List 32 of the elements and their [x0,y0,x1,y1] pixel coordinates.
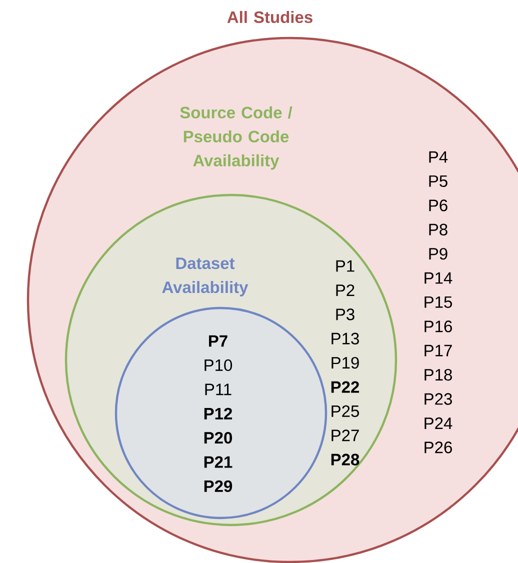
item-label: P11 [205,384,232,396]
item-label: P10 [204,359,232,372]
item-label: P13 [332,332,359,344]
set-title: Dataset Availability [162,258,248,296]
item-label: P8 [429,224,448,236]
item-label: P2 [336,284,354,296]
item-label: P23 [424,393,452,405]
item-label: P18 [424,368,452,381]
item-label: P27 [332,430,359,442]
item-label: P24 [424,417,452,429]
set-title: All Studies [227,10,312,24]
item-label: P21 [204,456,232,468]
item-label: P17 [424,344,452,356]
item-label: P3 [336,308,354,320]
item-label: P5 [429,175,448,187]
item-label: P28 [331,454,360,466]
item-label: P19 [332,356,359,369]
item-label: P16 [424,320,452,332]
item-label: P25 [332,405,359,418]
item-label: P9 [429,248,448,260]
item-label: P1 [336,260,354,272]
item-label: P7 [209,335,228,347]
item-label: P29 [204,480,232,492]
item-label: P4 [429,151,448,163]
item-label: P20 [204,432,232,444]
item-label: P6 [429,200,448,212]
item-label: P26 [424,442,452,454]
item-label: P15 [424,296,452,308]
set-title: Source Code / Pseudo Code Availability [180,106,292,170]
item-label: P14 [424,272,452,284]
item-label: P12 [204,408,232,420]
item-label: P22 [331,381,360,393]
